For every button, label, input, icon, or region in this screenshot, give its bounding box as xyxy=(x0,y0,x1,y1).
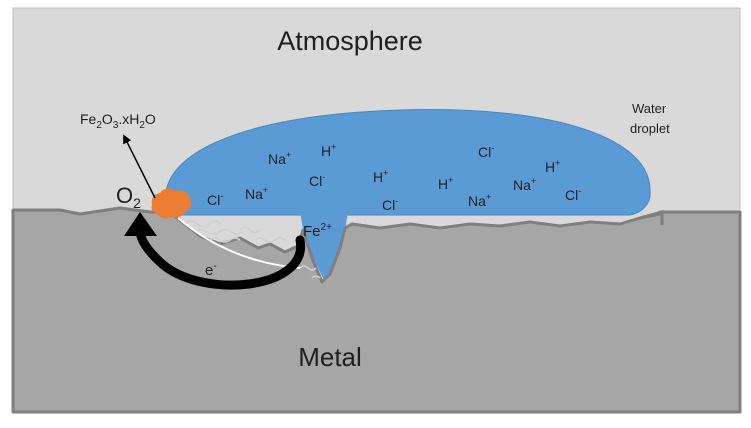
electron-flow-arrow xyxy=(135,225,305,290)
rust-formula-label: Fe2O3.xH2O xyxy=(80,111,156,131)
electron-arrowhead xyxy=(124,212,157,236)
ion-label: Cl- xyxy=(478,143,494,160)
water-in-pit xyxy=(300,212,348,282)
ion-label: Na+ xyxy=(245,185,268,202)
ion-label: H+ xyxy=(373,168,388,185)
electron-label: e- xyxy=(205,261,217,279)
electron-flow-line xyxy=(177,217,301,269)
ion-label: H+ xyxy=(321,142,336,159)
iron-ion-label: Fe2+ xyxy=(303,222,332,240)
water-droplet xyxy=(165,109,651,216)
ion-label: Cl- xyxy=(382,196,398,213)
atmosphere-label: Atmosphere xyxy=(277,26,423,56)
ions-group: Na+ H+ Cl- H+ Cl- H+ Na+ H+ Na+ Cl- Cl- … xyxy=(207,142,581,213)
oxygen-label: O2 xyxy=(116,183,141,211)
ion-label: Cl- xyxy=(309,172,325,189)
water-droplet-label-line1: Water xyxy=(632,101,667,116)
ion-label: Cl- xyxy=(207,191,223,208)
rust-formation-arrow xyxy=(123,134,156,199)
ion-label: Cl- xyxy=(565,186,581,203)
ion-label: Na+ xyxy=(468,192,491,209)
ion-label: H+ xyxy=(545,158,560,175)
rust-deposit xyxy=(151,188,192,219)
ion-label: Na+ xyxy=(513,176,536,193)
metal-label: Metal xyxy=(298,342,362,372)
water-droplet-label-line2: droplet xyxy=(630,121,670,136)
metal-block xyxy=(11,206,742,414)
metal-top-edge xyxy=(639,210,664,225)
corrosion-texture xyxy=(184,220,321,279)
ion-label: Na+ xyxy=(268,150,291,167)
ion-label: H+ xyxy=(438,175,453,192)
